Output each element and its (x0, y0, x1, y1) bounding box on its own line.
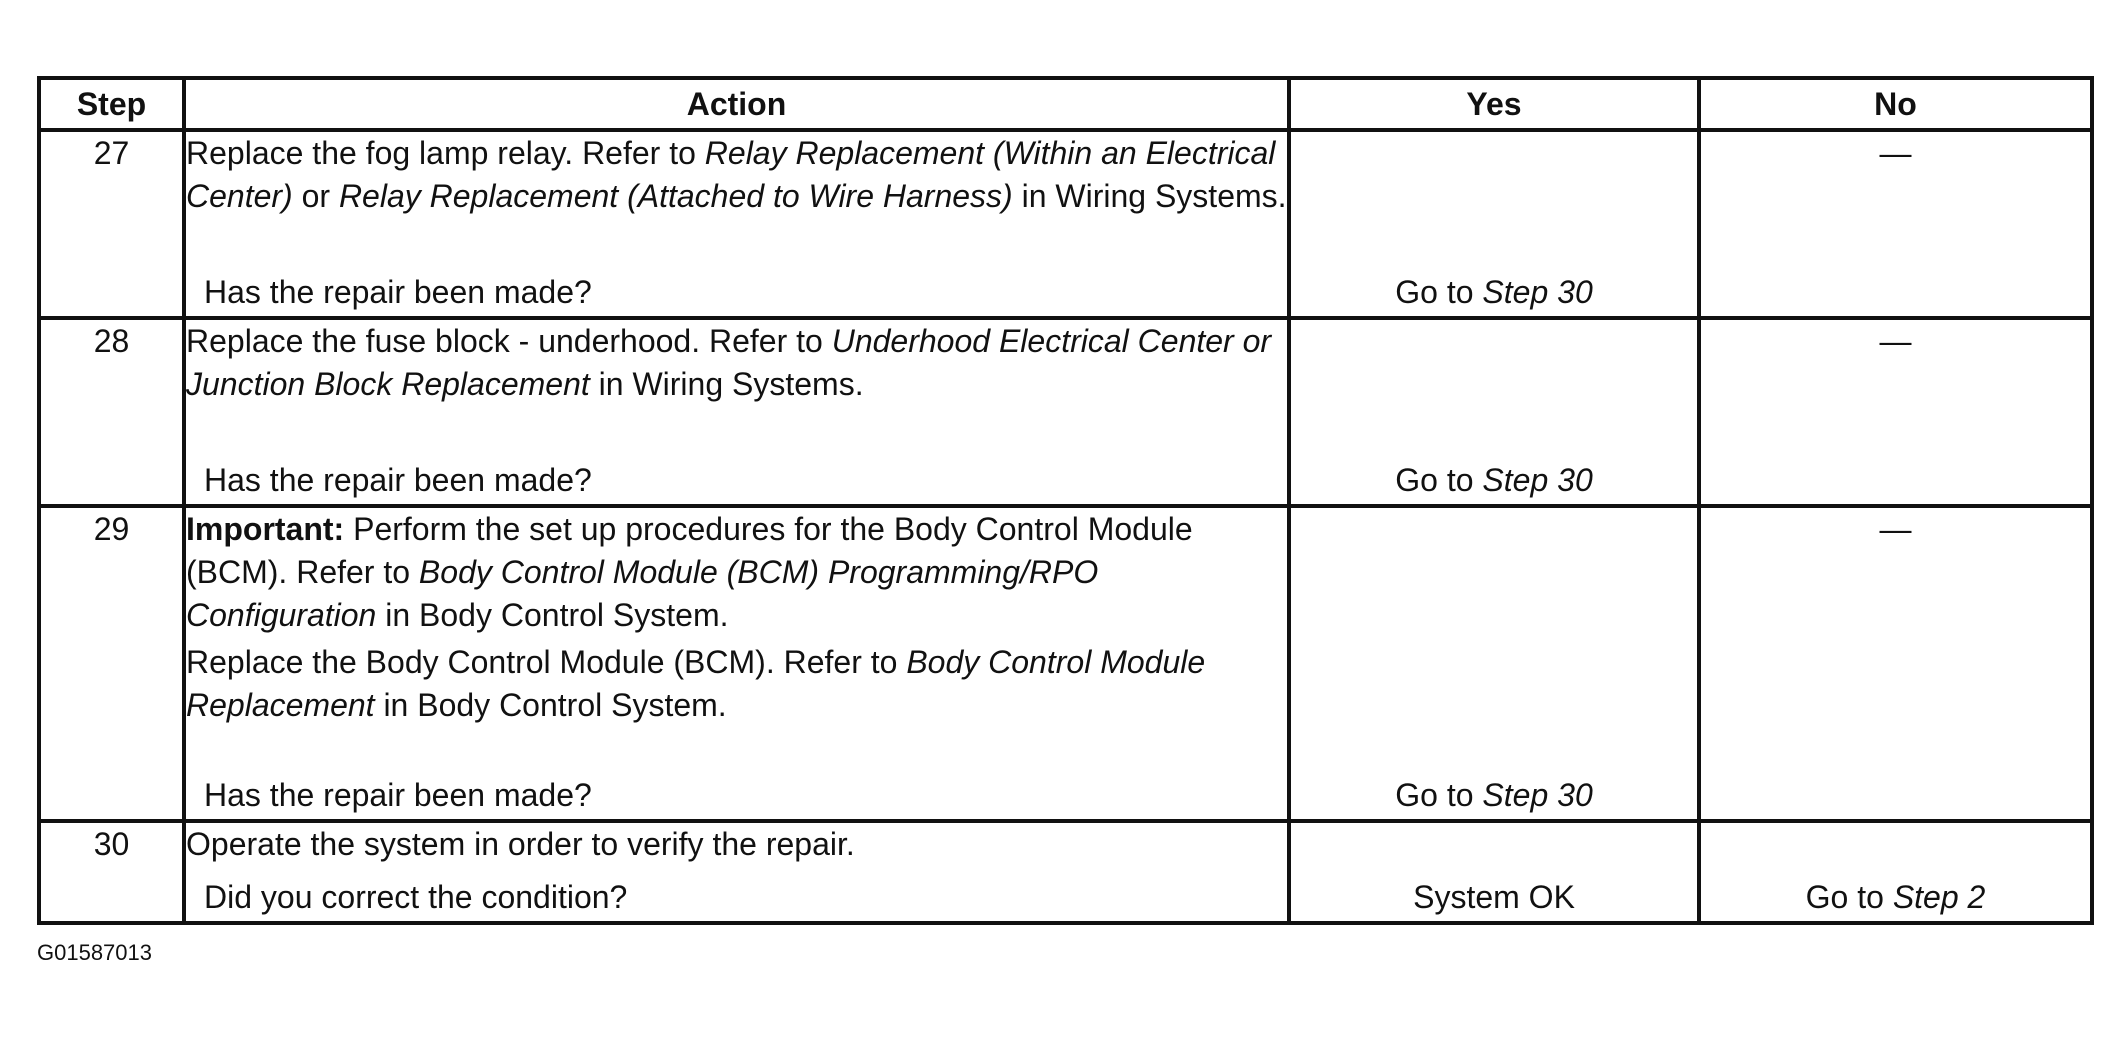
no-dash: — (1879, 135, 1912, 171)
yes-text: Go to (1395, 777, 1483, 813)
yes-text: Go to (1395, 462, 1483, 498)
no-cell: Go to Step 2 (1697, 819, 2094, 925)
action-paragraph: Important: Perform the set up procedures… (186, 508, 1287, 637)
header-no: No (1697, 76, 2094, 132)
yes-result: Go to Step 30 (1291, 459, 1697, 502)
yes-result: System OK (1291, 876, 1697, 919)
yes-cell: System OK (1287, 819, 1701, 925)
no-cell: — (1697, 504, 2094, 823)
header-step: Step (37, 76, 186, 132)
no-text: Go to (1805, 879, 1893, 915)
yes-cell: Go to Step 30 (1287, 128, 1701, 320)
no-dash: — (1879, 323, 1912, 359)
action-text: Replace the fuse block - underhood. Refe… (186, 323, 832, 359)
action-text: Relay Replacement (Within an Electrical … (186, 135, 1276, 214)
action-text: Underhood Electrical Center or Junction … (186, 323, 1272, 402)
action-text: Replace the fog lamp relay. Refer to (186, 135, 705, 171)
header-yes: Yes (1287, 76, 1701, 132)
action-question: Has the repair been made? (204, 462, 592, 498)
action-question: Has the repair been made? (204, 274, 592, 310)
yes-result: Go to Step 30 (1291, 774, 1697, 817)
step-number: 29 (37, 504, 186, 823)
yes-text: Step 30 (1482, 274, 1593, 310)
no-result: Go to Step 2 (1701, 876, 2090, 919)
action-text: Perform the set up procedures for the Bo… (186, 511, 1193, 590)
action-text: Replace the Body Control Module (BCM). R… (186, 644, 907, 680)
action-text: Operate the system in order to verify th… (186, 826, 855, 862)
action-text: or (292, 178, 339, 214)
action-paragraph: Operate the system in order to verify th… (186, 823, 1287, 866)
action-cell: Replace the fog lamp relay. Refer to Rel… (182, 128, 1291, 320)
action-paragraph: Replace the Body Control Module (BCM). R… (186, 641, 1287, 727)
action-paragraph: Replace the fuse block - underhood. Refe… (186, 320, 1287, 406)
header-action: Action (182, 76, 1291, 132)
action-cell: Important: Perform the set up procedures… (182, 504, 1291, 823)
yes-cell: Go to Step 30 (1287, 504, 1701, 823)
figure-id: G01587013 (37, 940, 152, 965)
action-text: in Wiring Systems. (1012, 178, 1287, 214)
yes-result: Go to Step 30 (1291, 271, 1697, 314)
action-text: in Body Control System. (376, 597, 729, 633)
no-cell: — (1697, 128, 2094, 320)
no-cell: — (1697, 316, 2094, 508)
step-number: 28 (37, 316, 186, 508)
action-paragraph: Replace the fog lamp relay. Refer to Rel… (186, 132, 1287, 218)
step-number: 30 (37, 819, 186, 925)
yes-text: Step 30 (1482, 462, 1593, 498)
action-cell: Replace the fuse block - underhood. Refe… (182, 316, 1291, 508)
header-row: Step Action Yes No (37, 76, 2094, 132)
yes-text: Step 30 (1482, 777, 1593, 813)
action-cell: Operate the system in order to verify th… (182, 819, 1291, 925)
yes-cell: Go to Step 30 (1287, 316, 1701, 508)
action-text: Body Control Module (BCM) Programming/RP… (186, 554, 1099, 633)
no-text: Step 2 (1892, 879, 1986, 915)
yes-text: System OK (1413, 879, 1575, 915)
action-question: Has the repair been made? (204, 777, 592, 813)
action-text: Important: (186, 511, 345, 547)
action-question: Did you correct the condition? (204, 879, 628, 915)
action-text: in Body Control System. (374, 687, 727, 723)
action-text: Relay Replacement (Attached to Wire Harn… (338, 178, 1013, 214)
yes-text: Go to (1395, 274, 1483, 310)
action-text: Body Control Module Replacement (186, 644, 1206, 723)
step-number: 27 (37, 128, 186, 320)
action-text: in Wiring Systems. (589, 366, 864, 402)
no-dash: — (1879, 511, 1912, 547)
